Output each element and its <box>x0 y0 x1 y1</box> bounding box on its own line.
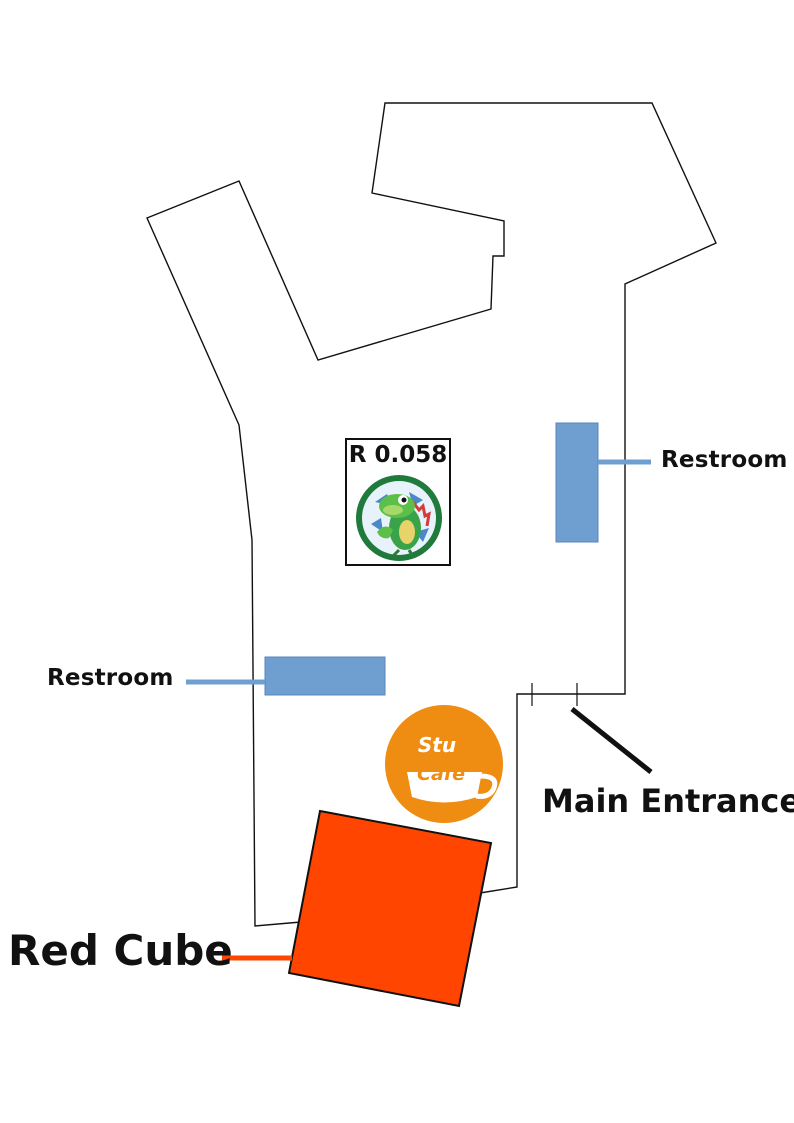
restroom-right-label: Restroom <box>661 447 788 473</box>
red-cube-marker[interactable] <box>287 809 493 1008</box>
cafe-logo-line1: Stu <box>418 733 456 757</box>
iguana-mascot-icon <box>356 475 442 561</box>
room-number-label: R 0.058 <box>348 442 448 468</box>
red-cube-label: Red Cube <box>8 926 233 975</box>
restroom-right-area[interactable] <box>555 422 599 543</box>
cafe-logo-line2: Café <box>417 763 465 785</box>
restroom-left-label: Restroom <box>47 665 174 691</box>
room-r0058-box[interactable]: R 0.058 <box>345 438 451 566</box>
main-entrance-label: Main Entrance <box>542 782 794 820</box>
restroom-left-area[interactable] <box>264 656 386 696</box>
main-entrance-leader <box>570 707 653 774</box>
stu-cafe-logo-icon[interactable]: Stu Café <box>385 705 503 823</box>
